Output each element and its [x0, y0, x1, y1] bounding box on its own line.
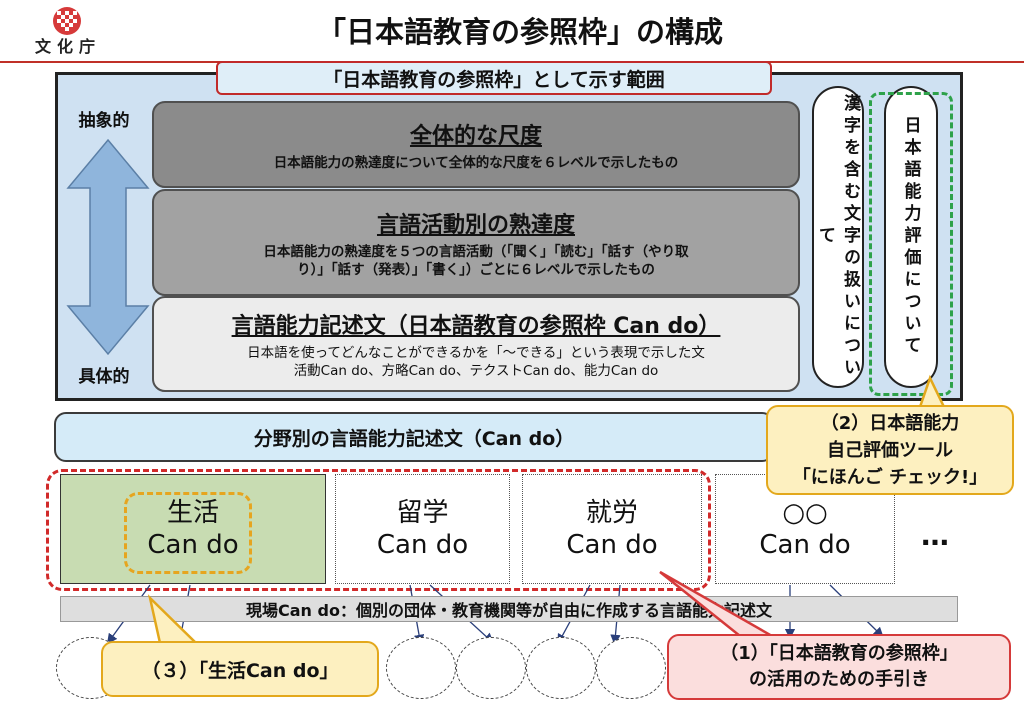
agency-logo-text: 文化庁 — [34, 37, 101, 56]
card-subtitle: Can do — [566, 530, 658, 560]
ability-evaluation-label: 日本語能力評価について — [900, 116, 921, 358]
life-can-do-callout: （３）「生活Can do」 — [101, 641, 379, 697]
practical-can-do-band: 現場Can do：個別の団体・教育機関等が自由に作成する言語能力記述文 — [60, 596, 958, 622]
card-title: 生活 — [166, 498, 219, 528]
callout-line: （1）「日本語教育の参照枠」 — [720, 643, 958, 664]
agency-logo-mark — [53, 7, 81, 35]
level-global-scale: 全体的な尺度 日本語能力の熟達度について全体的な尺度を６レベルで示したもの — [152, 101, 800, 188]
kanji-handling-pill: 漢字を含む文字の扱いについて — [812, 86, 864, 388]
level-title: 全体的な尺度 — [409, 123, 542, 149]
practical-can-do-oval — [526, 637, 596, 699]
practical-can-do-oval — [456, 637, 526, 699]
card-title: 就労 — [585, 498, 638, 528]
level-description: 日本語能力の熟達度について全体的な尺度を６レベルで示したもの — [273, 154, 679, 171]
callout-line: 「にほんご チェック!」 — [792, 466, 988, 488]
page-title: 「日本語教育の参照枠」の構成 — [316, 15, 723, 49]
axis-label-concrete: 具体的 — [78, 366, 130, 387]
axis-label-abstract: 抽象的 — [78, 110, 130, 131]
card-subtitle: Can do — [147, 530, 239, 560]
practical-can-do-oval — [386, 637, 456, 699]
guide-scope-dashed — [46, 469, 711, 591]
level-description-line: 日本語を使ってどんなことができるかを「～できる」という表現で示した文 — [247, 345, 705, 361]
level-title: 言語活動別の熟達度 — [376, 212, 575, 238]
level-description-line: 日本語能力の熟達度を５つの言語活動（「聞く」「読む」「話す（やり取 — [263, 243, 689, 260]
level-can-do-statements: 言語能力記述文（日本語教育の参照枠 Can do） 日本語を使ってどんなことがで… — [152, 296, 800, 392]
level-title: 言語能力記述文（日本語教育の参照枠 Can do） — [231, 314, 721, 339]
practical-can-do-oval — [596, 637, 666, 699]
self-evaluation-tool-callout: （2）日本語能力 自己評価ツール 「にほんご チェック!」 — [766, 405, 1014, 495]
callout-line: の活用のための手引き — [749, 669, 929, 690]
double-arrow-icon — [66, 138, 150, 356]
scope-title-tab: 「日本語教育の参照枠」として示す範囲 — [216, 61, 772, 95]
more-fields-ellipsis: … — [921, 518, 949, 552]
field-can-do-band: 分野別の言語能力記述文（Can do） — [54, 412, 774, 462]
card-work-can-do: 就労 Can do — [522, 474, 702, 584]
level-activity-proficiency: 言語活動別の熟達度 日本語能力の熟達度を５つの言語活動（「聞く」「読む」「話す（… — [152, 189, 800, 296]
card-title: 留学 — [396, 498, 449, 528]
card-subtitle: Can do — [376, 530, 469, 560]
evaluation-highlight-dashed — [869, 92, 953, 396]
card-title: ○○ — [782, 498, 828, 528]
card-subtitle: Can do — [759, 530, 851, 560]
kanji-handling-label: 漢字を含む文字の扱いについて — [815, 94, 860, 380]
life-highlight-dashed — [124, 492, 252, 574]
level-description-line: 活動Can do、方略Can do、テクストCan do、能力Can do — [293, 363, 659, 379]
usage-guide-callout: （1）「日本語教育の参照枠」 の活用のための手引き — [667, 634, 1011, 700]
ability-evaluation-pill: 日本語能力評価について — [884, 86, 938, 388]
card-study-can-do: 留学 Can do — [335, 474, 510, 584]
callout-line: （2）日本語能力 — [820, 412, 960, 434]
level-description-line: り）」「話す（発表）」「書く」）ごとに６レベルで示したもの — [297, 261, 655, 278]
callout-line: 自己評価ツール — [827, 439, 953, 461]
